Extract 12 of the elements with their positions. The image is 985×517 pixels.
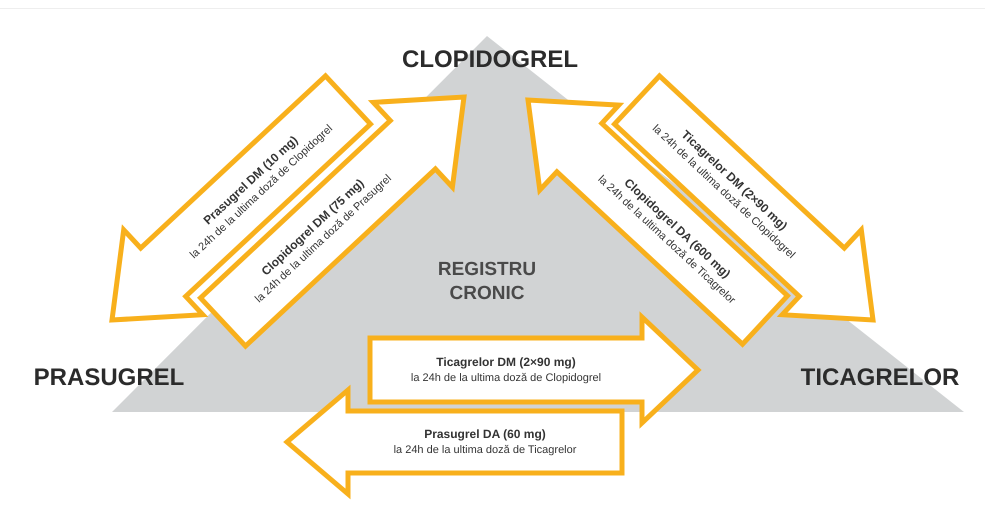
center-title: REGISTRU CRONIC — [436, 258, 538, 306]
edge-label: Ticagrelor DM (2×90 mg) la 24h de la ultima doză de Clopidogrel — [410, 355, 602, 385]
block-arrow — [610, 72, 876, 323]
drug-name: CLOPIDOGREL — [400, 48, 579, 72]
block-arrow — [109, 72, 374, 323]
block-arrow — [196, 94, 467, 350]
block-arrow — [283, 384, 624, 500]
block-arrow — [525, 97, 792, 348]
drug-name: PRASUGREL — [32, 366, 186, 390]
edge-label: Prasugrel DA (60 mg) la 24h de la ultima doză de Ticagrelor — [392, 427, 578, 457]
block-arrow — [368, 311, 702, 429]
drug-name: TICAGRELOR — [800, 366, 960, 390]
